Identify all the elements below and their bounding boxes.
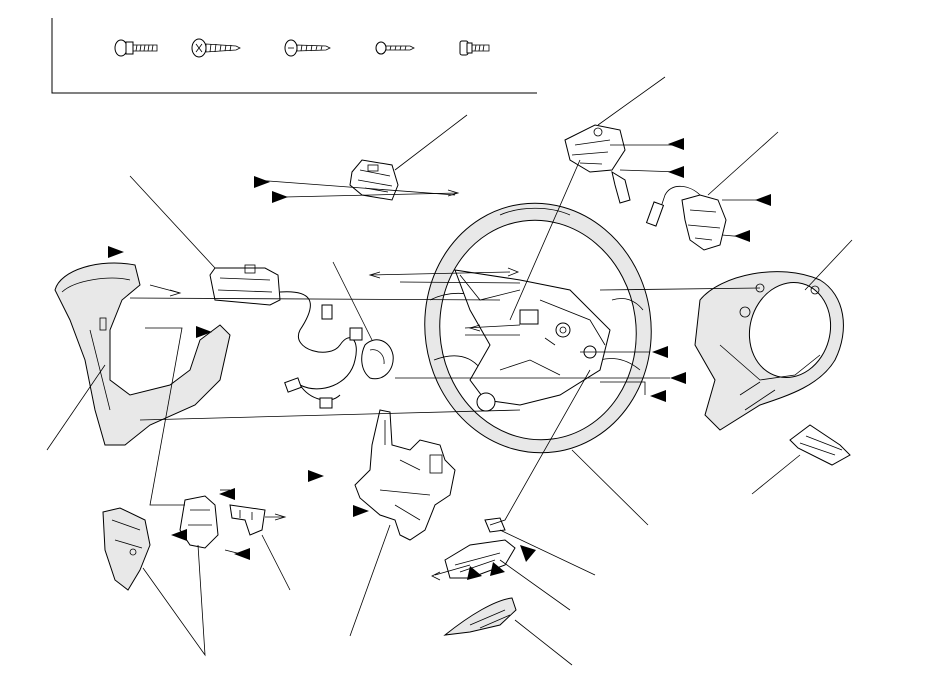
paddle-switch-left	[179, 495, 266, 549]
flange-bolt-icon	[114, 39, 158, 57]
tapping-screw-icon	[191, 38, 241, 58]
arrow-marker	[490, 562, 505, 576]
open-arrows	[169, 189, 520, 581]
arrow-marker	[272, 191, 288, 203]
steering-wheel	[424, 202, 652, 454]
left-lower-cover	[54, 262, 231, 446]
wire-harness	[279, 291, 394, 409]
leader-lines	[46, 76, 853, 666]
reference-arrows	[108, 138, 771, 580]
arrow-marker	[668, 166, 684, 178]
small-screw-icon	[375, 41, 415, 55]
arrow-marker	[668, 138, 684, 150]
upper-switch-module	[349, 159, 399, 201]
center-bracket	[789, 424, 851, 466]
left-switch-assembly	[645, 185, 727, 251]
arrow-marker	[520, 545, 536, 562]
arrow-marker	[254, 176, 270, 188]
legend-frame	[51, 18, 537, 94]
right-lower-cover	[694, 271, 844, 431]
arrow-marker	[108, 246, 124, 258]
arrow-marker	[219, 488, 235, 500]
washer-screw-icon	[459, 40, 490, 56]
right-switch-assembly	[564, 124, 631, 204]
arrow-marker	[308, 470, 324, 482]
garnish	[102, 507, 151, 591]
arrow-marker	[467, 566, 482, 580]
fastener-legend	[51, 18, 537, 94]
arrow-marker	[353, 505, 369, 517]
paddle-switch-right	[443, 517, 517, 636]
arrow-marker	[171, 529, 187, 541]
arrow-marker	[734, 230, 750, 242]
cable-reel	[209, 264, 281, 306]
arrow-marker	[652, 346, 668, 358]
arrow-marker	[234, 548, 250, 560]
arrow-marker	[670, 372, 686, 384]
arrow-marker	[196, 326, 212, 338]
clip	[354, 409, 456, 541]
pan-head-screw-icon	[284, 39, 331, 57]
arrow-marker	[755, 194, 771, 206]
arrow-marker	[650, 390, 666, 402]
